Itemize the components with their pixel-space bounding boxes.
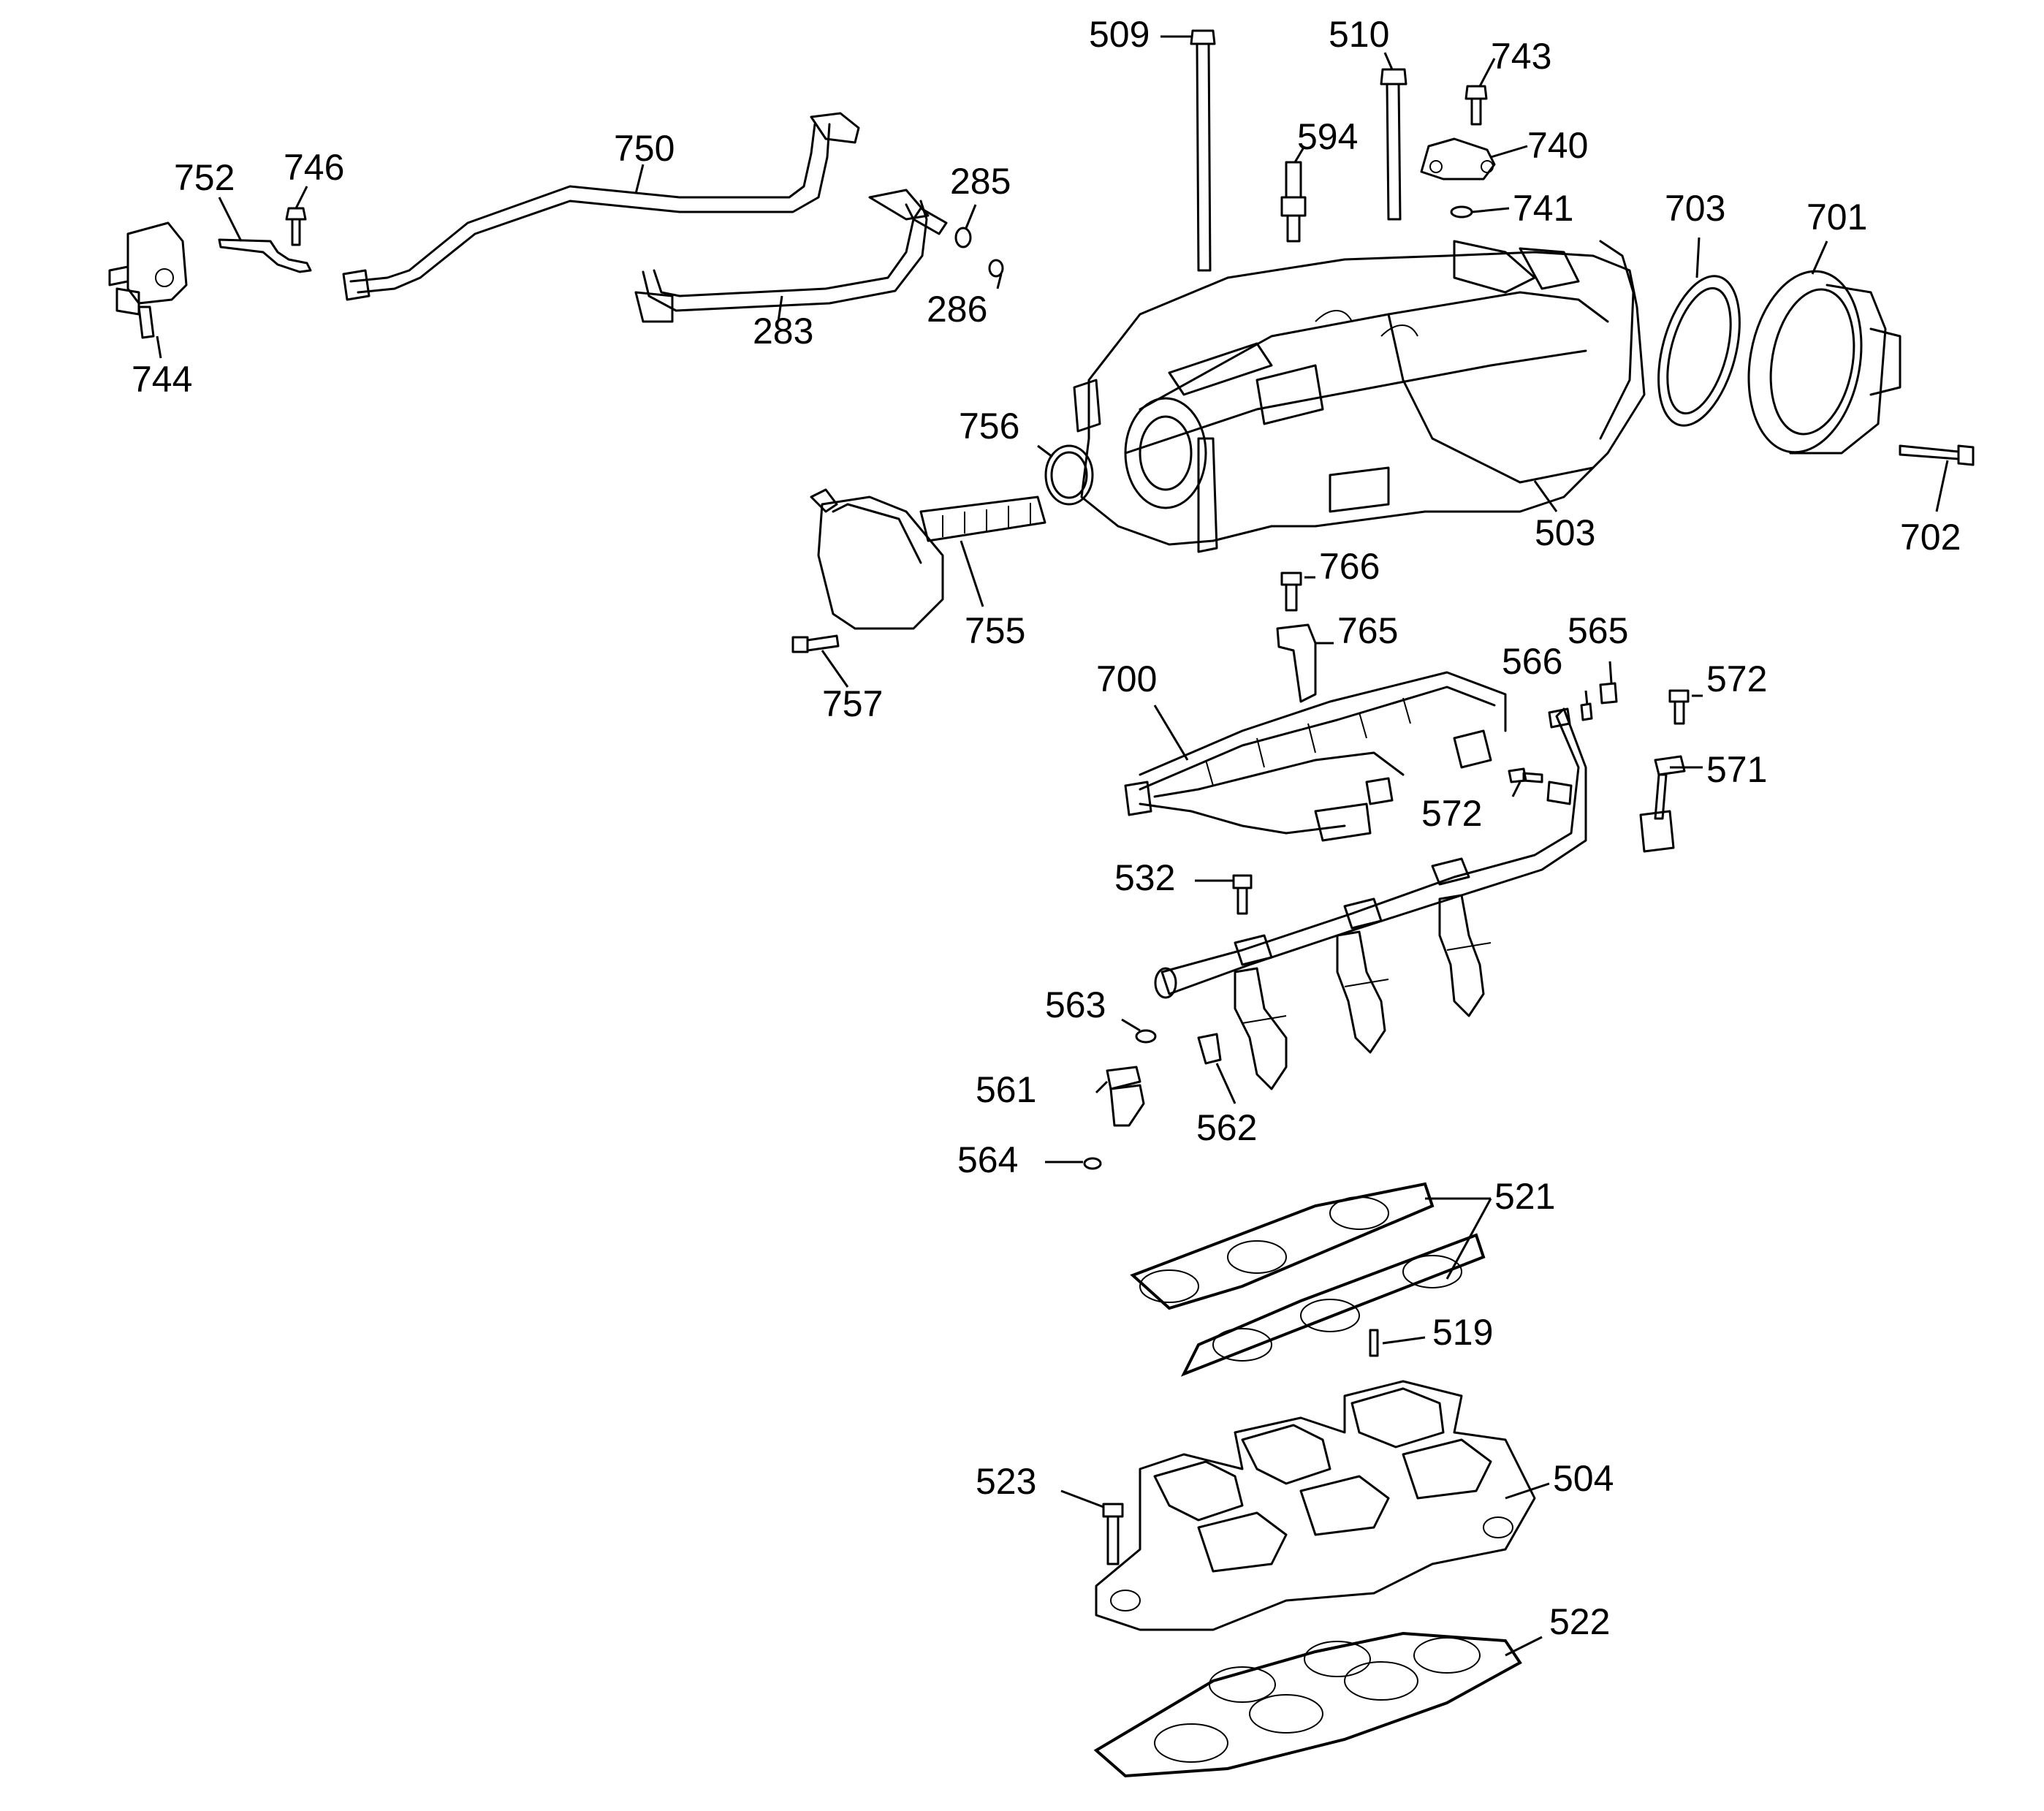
callout-752: 752 — [174, 157, 235, 198]
callout-283: 283 — [753, 311, 813, 352]
part-743-bolt — [1464, 85, 1488, 126]
callout-532: 532 — [1114, 857, 1175, 898]
part-fuel-rail — [1154, 707, 1587, 999]
part-756-oring — [1044, 444, 1094, 506]
part-746-bolt — [285, 207, 307, 246]
part-283-hose — [634, 189, 948, 323]
part-561-injector — [1106, 1066, 1145, 1127]
part-562-clip — [1197, 1033, 1222, 1065]
part-750-hose — [342, 112, 860, 301]
callout-744: 744 — [132, 359, 192, 400]
callout-756: 756 — [959, 406, 1019, 447]
callout-286: 286 — [927, 289, 987, 330]
callout-755: 755 — [965, 610, 1025, 651]
part-563-oring — [1135, 1029, 1157, 1044]
callout-564: 564 — [957, 1139, 1018, 1180]
callout-285: 285 — [950, 161, 1011, 202]
callout-743: 743 — [1491, 36, 1551, 77]
callout-766: 766 — [1319, 546, 1380, 587]
part-286-oring — [988, 259, 1004, 278]
part-509-bolt — [1190, 29, 1216, 272]
part-510-bolt — [1380, 68, 1407, 221]
part-532-bolt — [1232, 874, 1253, 915]
part-744-purge-solenoid — [108, 221, 188, 339]
callout-740: 740 — [1527, 125, 1588, 166]
callout-572-lower: 572 — [1421, 793, 1482, 834]
part-700-wiring-harness — [1124, 671, 1507, 842]
part-703-gasket — [1657, 275, 1741, 427]
callout-566: 566 — [1502, 641, 1562, 682]
part-fuel-injectors — [1234, 894, 1492, 1090]
callout-503: 503 — [1535, 512, 1595, 553]
part-765-bracket — [1276, 623, 1317, 703]
part-522-lower-gasket — [1093, 1631, 1522, 1778]
part-757-bolt — [791, 634, 840, 653]
part-752-bracket — [218, 238, 312, 273]
callout-571: 571 — [1706, 749, 1767, 790]
callout-labels: 509 510 743 594 740 741 703 701 750 752 … — [132, 14, 1961, 1642]
callout-563: 563 — [1045, 984, 1106, 1025]
part-564-oring — [1083, 1157, 1102, 1170]
callout-702: 702 — [1900, 517, 1961, 558]
part-285-oring — [954, 227, 972, 248]
part-755-actuator — [810, 488, 1046, 630]
part-766-bolt — [1280, 572, 1302, 612]
callout-701: 701 — [1806, 197, 1867, 238]
part-565-cap — [1599, 682, 1618, 705]
callout-765: 765 — [1337, 610, 1398, 651]
part-572-bolt-upper — [1668, 689, 1690, 725]
part-566-valve — [1580, 702, 1593, 721]
callout-522: 522 — [1549, 1601, 1610, 1642]
callout-703: 703 — [1665, 188, 1725, 229]
part-740-map-sensor — [1420, 137, 1496, 181]
callout-504: 504 — [1553, 1458, 1614, 1499]
callout-565: 565 — [1568, 610, 1628, 651]
part-594-stud — [1280, 161, 1307, 243]
callout-572-upper: 572 — [1706, 658, 1767, 699]
part-523-bolt — [1102, 1503, 1124, 1565]
callout-523: 523 — [976, 1461, 1036, 1502]
callout-521: 521 — [1494, 1176, 1555, 1217]
callout-700: 700 — [1096, 658, 1157, 699]
callout-510: 510 — [1329, 14, 1389, 55]
callout-741: 741 — [1513, 188, 1573, 229]
part-741-seal — [1450, 205, 1473, 219]
part-504-lower-intake-manifold — [1095, 1380, 1536, 1631]
callout-562: 562 — [1196, 1107, 1257, 1148]
callout-746: 746 — [284, 147, 344, 188]
part-503-upper-intake-manifold — [1073, 240, 1646, 553]
callout-757: 757 — [822, 683, 883, 724]
callout-509: 509 — [1089, 14, 1150, 55]
leader-lines — [156, 35, 1949, 1657]
callout-519: 519 — [1432, 1312, 1493, 1353]
part-572-bolt-lower — [1508, 767, 1543, 783]
callout-750: 750 — [614, 128, 675, 169]
callout-561: 561 — [976, 1069, 1036, 1110]
part-571-fuel-pressure-sensor — [1639, 755, 1686, 853]
part-702-bolt — [1899, 444, 1975, 466]
callout-594: 594 — [1297, 116, 1358, 157]
part-701-throttle-body — [1747, 270, 1901, 455]
part-521-upper-gasket — [1130, 1182, 1486, 1377]
part-519-dowel — [1369, 1329, 1379, 1357]
